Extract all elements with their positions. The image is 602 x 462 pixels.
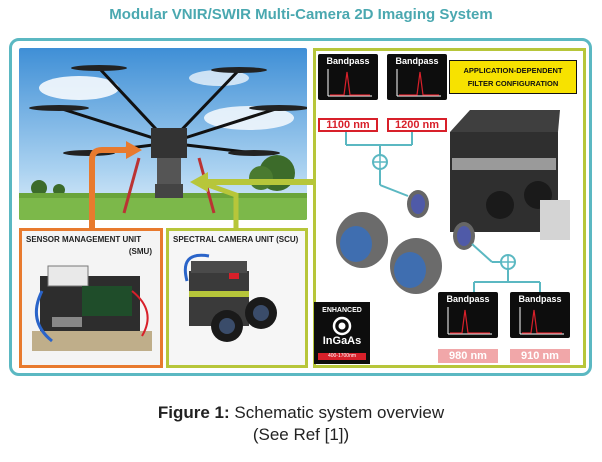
wavelength-1100: 1100 nm bbox=[318, 118, 378, 132]
bandpass-title: Bandpass bbox=[326, 56, 370, 66]
bandpass-box-1100: Bandpass bbox=[318, 54, 378, 100]
bandpass-title: Bandpass bbox=[395, 56, 439, 66]
figure-title: Modular VNIR/SWIR Multi-Camera 2D Imagin… bbox=[109, 6, 493, 23]
smu-board-illustration bbox=[32, 265, 152, 351]
scu-camera-illustration bbox=[183, 253, 277, 342]
bandpass-curve-icon bbox=[396, 69, 441, 97]
smu-abbr: (SMU) bbox=[128, 247, 152, 256]
wavelength-910: 910 nm bbox=[510, 349, 570, 363]
bandpass-title: Bandpass bbox=[518, 294, 562, 304]
bandpass-box-980: Bandpass bbox=[438, 292, 498, 338]
application-line-1: APPLICATION-DEPENDENT bbox=[463, 66, 563, 75]
wavelength-1200: 1200 nm bbox=[387, 118, 447, 132]
bandpass-curve-icon bbox=[327, 69, 372, 97]
ingaas-label: InGaAs bbox=[322, 335, 362, 347]
bandpass-box-1200: Bandpass bbox=[387, 54, 447, 100]
smu-label: SENSOR MANAGEMENT UNIT bbox=[26, 235, 142, 244]
bandpass-box-910: Bandpass bbox=[510, 292, 570, 338]
smu-panel: SENSOR MANAGEMENT UNIT (SMU) bbox=[19, 228, 163, 368]
caption-reference: (See Ref [1]) bbox=[252, 425, 350, 444]
bandpass-title: Bandpass bbox=[446, 294, 490, 304]
combiner-icon bbox=[372, 154, 516, 270]
bandpass-curve-icon bbox=[519, 307, 564, 335]
ingaas-enhanced: ENHANCED bbox=[322, 307, 362, 314]
wavelength-980: 980 nm bbox=[438, 349, 498, 363]
bandpass-curve-icon bbox=[447, 307, 492, 335]
application-line-2: FILTER CONFIGURATION bbox=[467, 79, 559, 88]
ingaas-badge: ENHANCED InGaAs 400-1700nm bbox=[314, 302, 370, 364]
ingaas-range: 400-1700nm bbox=[318, 353, 366, 360]
scu-label: SPECTRAL CAMERA UNIT (SCU) bbox=[173, 235, 299, 244]
caption-prefix: Figure 1: bbox=[157, 403, 230, 422]
caption-text: Schematic system overview bbox=[229, 403, 445, 422]
sensor-icon bbox=[332, 316, 352, 336]
scu-panel: SPECTRAL CAMERA UNIT (SCU) bbox=[166, 228, 308, 368]
application-filter-box: APPLICATION-DEPENDENT FILTER CONFIGURATI… bbox=[449, 60, 577, 94]
figure-caption: Figure 1: Schematic system overview (See… bbox=[0, 402, 602, 446]
